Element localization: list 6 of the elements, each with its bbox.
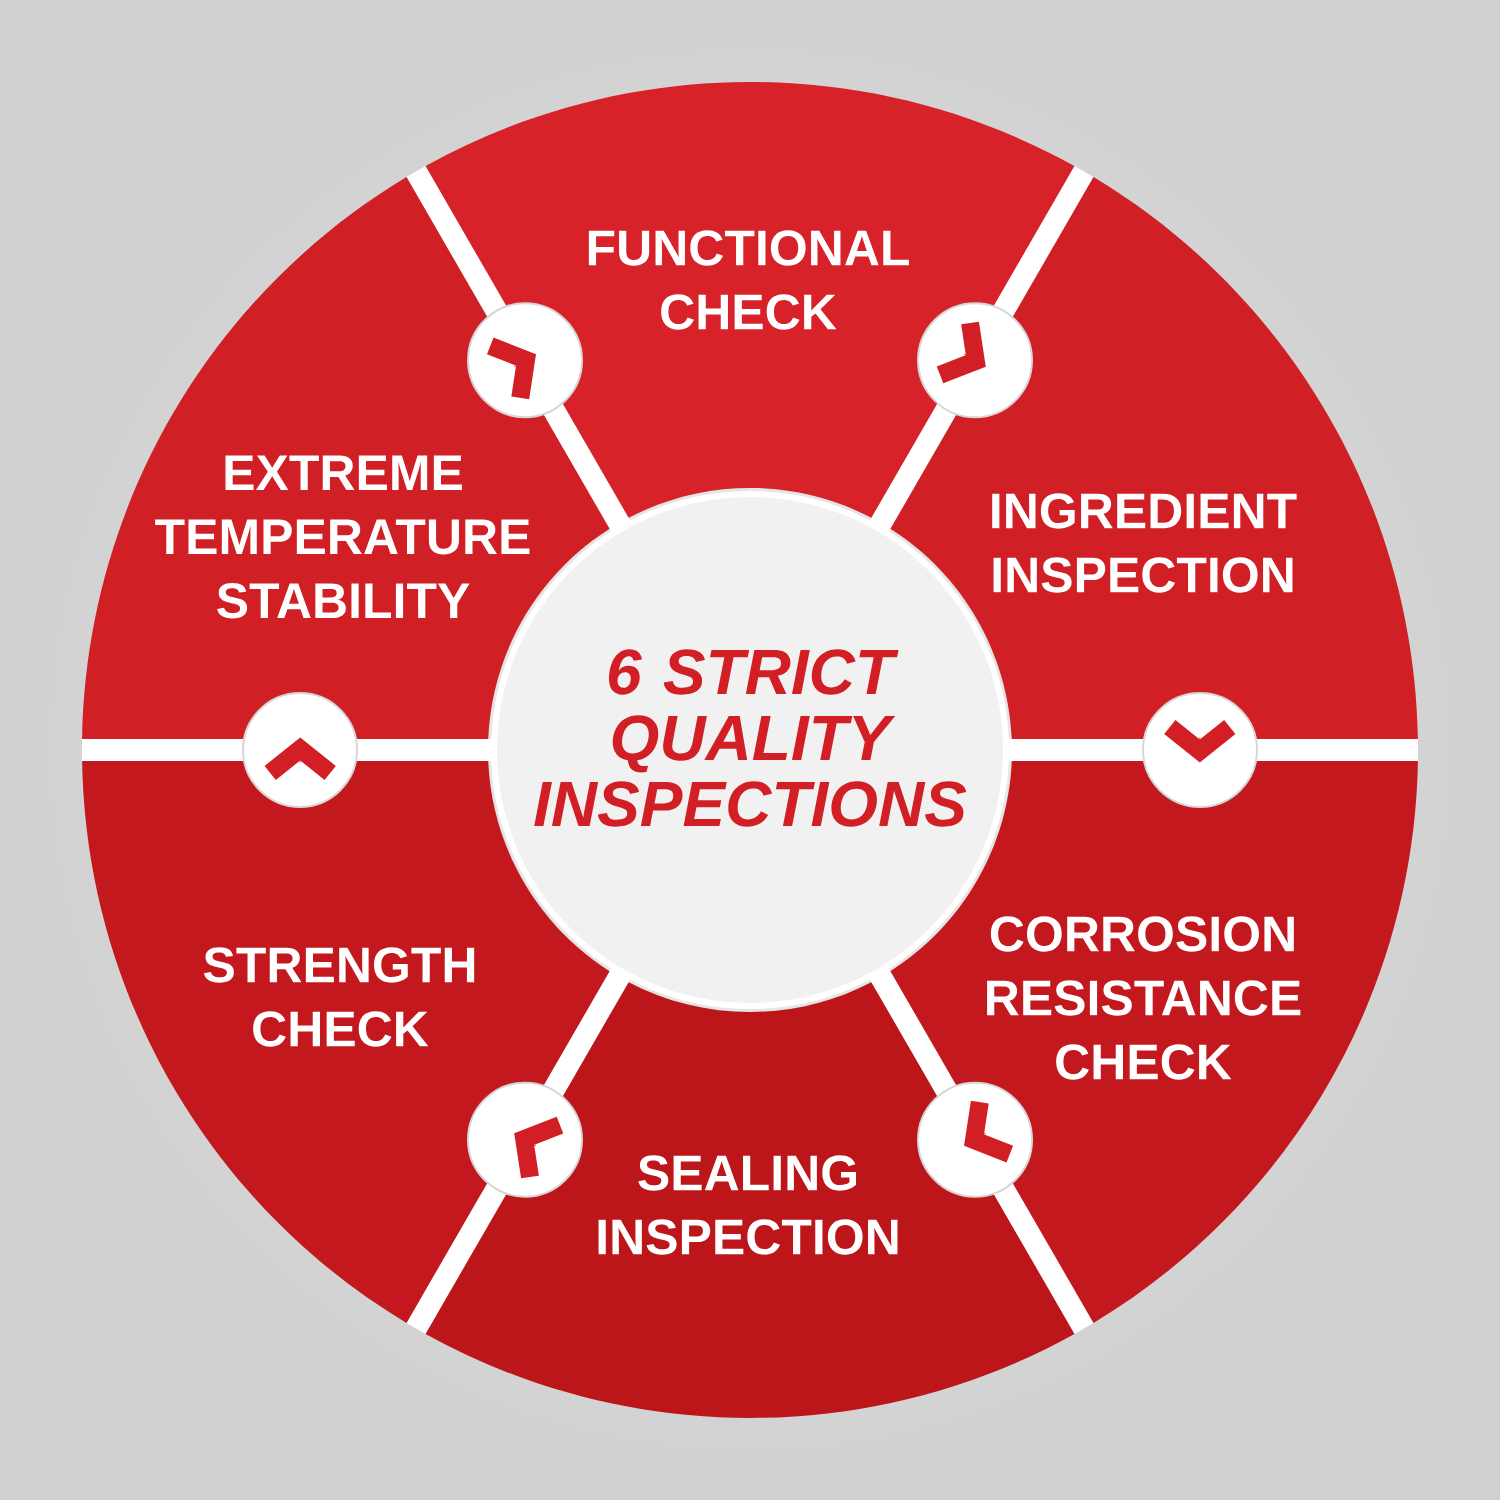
chevron-arrow xyxy=(467,302,584,419)
chevron-arrow xyxy=(1142,691,1258,808)
chevron-arrow xyxy=(917,302,1033,419)
chevron-arrow xyxy=(467,1081,583,1198)
chevron-arrow xyxy=(242,691,358,808)
chevron-arrow xyxy=(917,1081,1033,1198)
